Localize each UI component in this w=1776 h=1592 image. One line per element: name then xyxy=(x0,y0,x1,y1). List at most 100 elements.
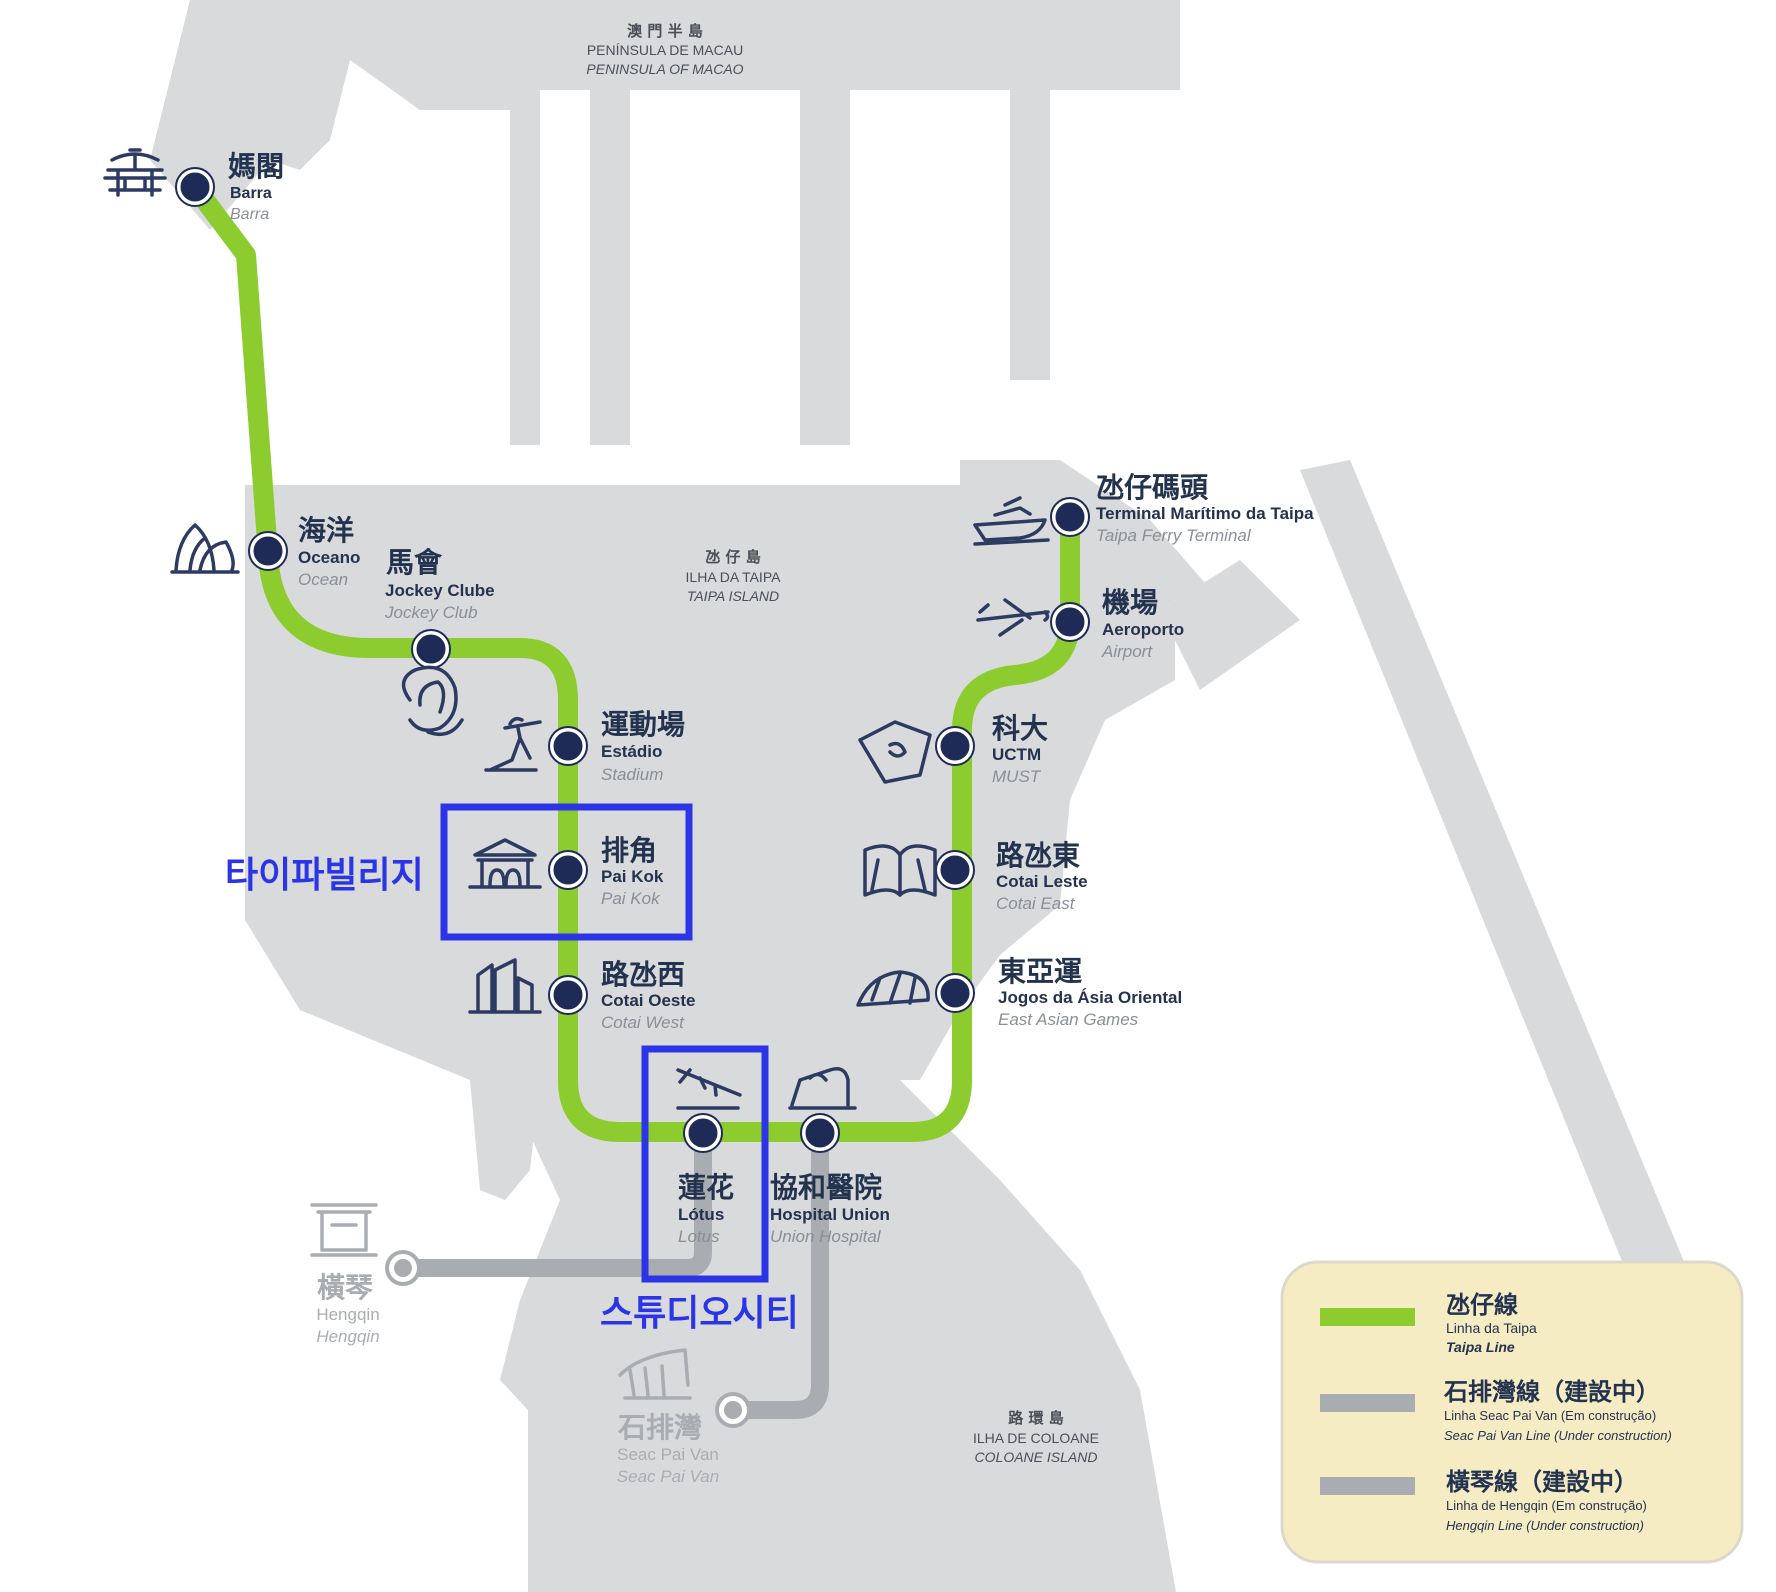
hengqin-pt: Hengqin xyxy=(316,1305,379,1324)
station-cotai-leste[interactable] xyxy=(935,850,975,890)
cotaioeste-en: Cotai West xyxy=(601,1013,685,1032)
legend-hengqin-zh: 橫琴線（建設中） xyxy=(1446,1468,1638,1496)
jockey-en: Jockey Club xyxy=(384,603,478,622)
legend-hengqin-en: Hengqin Line (Under construction) xyxy=(1446,1518,1644,1533)
area-macau-zh: 澳 門 半 島 xyxy=(627,22,703,40)
land-airport-strip xyxy=(1300,460,1700,1330)
land-right-peninsula xyxy=(1160,560,1300,690)
oceano-pt: Oceano xyxy=(298,548,360,567)
area-coloane-pt: ILHA DE COLOANE xyxy=(973,1430,1099,1446)
station-oceano[interactable] xyxy=(248,531,288,571)
athlete-icon xyxy=(484,716,542,772)
lotus-en: Lotus xyxy=(678,1227,720,1246)
paikok-pt: Pai Kok xyxy=(601,867,664,886)
legend-taipa-zh: 氹仔線 xyxy=(1446,1291,1518,1319)
barra-pt: Barra xyxy=(230,185,272,202)
barra-zh: 媽閣 xyxy=(228,150,284,183)
seac-pai-van-line xyxy=(724,1121,829,1419)
area-taipa-en: TAIPA ISLAND xyxy=(687,588,779,604)
station-hengqin[interactable] xyxy=(385,1250,421,1286)
estadio-zh: 運動場 xyxy=(601,708,685,741)
taipa-village-house-icon xyxy=(468,838,542,889)
station-uctm[interactable] xyxy=(935,726,975,766)
station-cotai-oeste[interactable] xyxy=(548,975,588,1015)
hospital-en: Union Hospital xyxy=(770,1227,882,1246)
station-barra[interactable] xyxy=(175,167,215,207)
airplane-icon xyxy=(976,598,1050,637)
seacpaivan-zh: 石排灣 xyxy=(617,1411,702,1444)
legend-taipa-en: Taipa Line xyxy=(1446,1339,1515,1355)
station-jockey-clube[interactable] xyxy=(411,629,451,669)
paikok-zh: 排角 xyxy=(601,834,657,867)
cotaileste-pt: Cotai Leste xyxy=(996,872,1088,891)
legend: 氹仔線 Linha da Taipa Taipa Line 石排灣線（建設中） … xyxy=(1280,1260,1744,1564)
station-labels: 媽閣 Barra Barra 海洋 Oceano Ocean 馬會 Jockey… xyxy=(228,150,1314,1486)
paikok-highlight-box xyxy=(440,803,693,941)
cotaileste-en: Cotai East xyxy=(996,894,1076,913)
jockey-pt: Jockey Clube xyxy=(385,581,495,600)
cotaioeste-pt: Cotai Oeste xyxy=(601,991,695,1010)
legend-hengqin-pt: Linha de Hengqin (Em construção) xyxy=(1446,1498,1647,1513)
lotus-korean-label: 스튜디오시티 xyxy=(600,1293,799,1334)
area-taipa-zh: 氹 仔 島 xyxy=(705,548,760,566)
studio-city-icon xyxy=(676,1068,742,1110)
station-hospital-union[interactable] xyxy=(800,1113,840,1153)
jogos-pt: Jogos da Ásia Oriental xyxy=(998,988,1182,1007)
aeroporto-pt: Aeroporto xyxy=(1102,620,1184,639)
university-map-icon xyxy=(858,720,932,784)
stadium-dome-icon xyxy=(856,970,930,1007)
highlight-annotations: 타이파빌리지 스튜디오시티 xyxy=(225,803,799,1334)
station-estadio[interactable] xyxy=(548,726,588,766)
oceano-zh: 海洋 xyxy=(298,514,354,547)
hengqin-en: Hengqin xyxy=(316,1327,379,1346)
station-jogos[interactable] xyxy=(935,973,975,1013)
horseshoe-icon xyxy=(401,665,464,736)
station-aeroporto[interactable] xyxy=(1050,602,1090,642)
cotaileste-zh: 路氹東 xyxy=(996,839,1080,872)
area-labels: 澳 門 半 島 PENÍNSULA DE MACAU PENINSULA OF … xyxy=(586,22,1099,1465)
area-macau-pt: PENÍNSULA DE MACAU xyxy=(587,42,743,58)
land-macau-peninsula xyxy=(150,0,1180,445)
barra-en: Barra xyxy=(230,206,269,223)
hospital-pt: Hospital Union xyxy=(770,1205,890,1224)
construction-lines xyxy=(394,1121,829,1419)
lotus-pt: Lótus xyxy=(678,1205,724,1224)
legend-seac-pt: Linha Seac Pai Van (Em construção) xyxy=(1444,1408,1656,1423)
estadio-en: Stadium xyxy=(601,765,663,784)
uctm-zh: 科大 xyxy=(992,712,1048,745)
stations xyxy=(175,167,1090,1428)
seacpaivan-en: Seac Pai Van xyxy=(617,1467,719,1486)
ferry-zh: 氹仔碼頭 xyxy=(1096,471,1209,504)
uctm-pt: UCTM xyxy=(992,745,1041,764)
hengqin-line xyxy=(394,1121,712,1277)
taipa-line xyxy=(185,177,1080,1142)
legend-taipa-pt: Linha da Taipa xyxy=(1446,1320,1537,1336)
legend-taipa-swatch xyxy=(1320,1308,1415,1326)
temple-icon xyxy=(103,148,167,197)
legend-seac-en: Seac Pai Van Line (Under construction) xyxy=(1444,1428,1672,1443)
hospital-sculpture-icon xyxy=(788,1067,857,1110)
ocean-aquarium-icon xyxy=(170,523,240,574)
cotaioeste-zh: 路氹西 xyxy=(601,958,685,991)
lotus-zh: 蓮花 xyxy=(678,1171,734,1204)
aeroporto-zh: 機場 xyxy=(1102,586,1158,619)
station-ferry-terminal[interactable] xyxy=(1050,497,1090,537)
ferry-icon xyxy=(973,496,1050,546)
land-masses xyxy=(150,0,1700,1592)
paikok-en: Pai Kok xyxy=(601,889,661,908)
station-seac-pai-van[interactable] xyxy=(715,1392,751,1428)
station-lotus[interactable] xyxy=(683,1113,723,1153)
aeroporto-en: Airport xyxy=(1101,642,1153,661)
area-coloane-en: COLOANE ISLAND xyxy=(975,1449,1098,1465)
seac-pai-van-icon xyxy=(618,1348,692,1400)
station-pai-kok[interactable] xyxy=(548,850,588,890)
area-taipa-pt: ILHA DA TAIPA xyxy=(686,569,782,585)
legend-hengqin-swatch xyxy=(1320,1477,1415,1495)
jockey-zh: 馬會 xyxy=(386,546,443,579)
hengqin-port-icon xyxy=(310,1203,378,1257)
legend-seac-swatch xyxy=(1320,1394,1415,1412)
area-macau-en: PENINSULA OF MACAO xyxy=(586,61,743,77)
ferry-en: Taipa Ferry Terminal xyxy=(1096,526,1252,545)
